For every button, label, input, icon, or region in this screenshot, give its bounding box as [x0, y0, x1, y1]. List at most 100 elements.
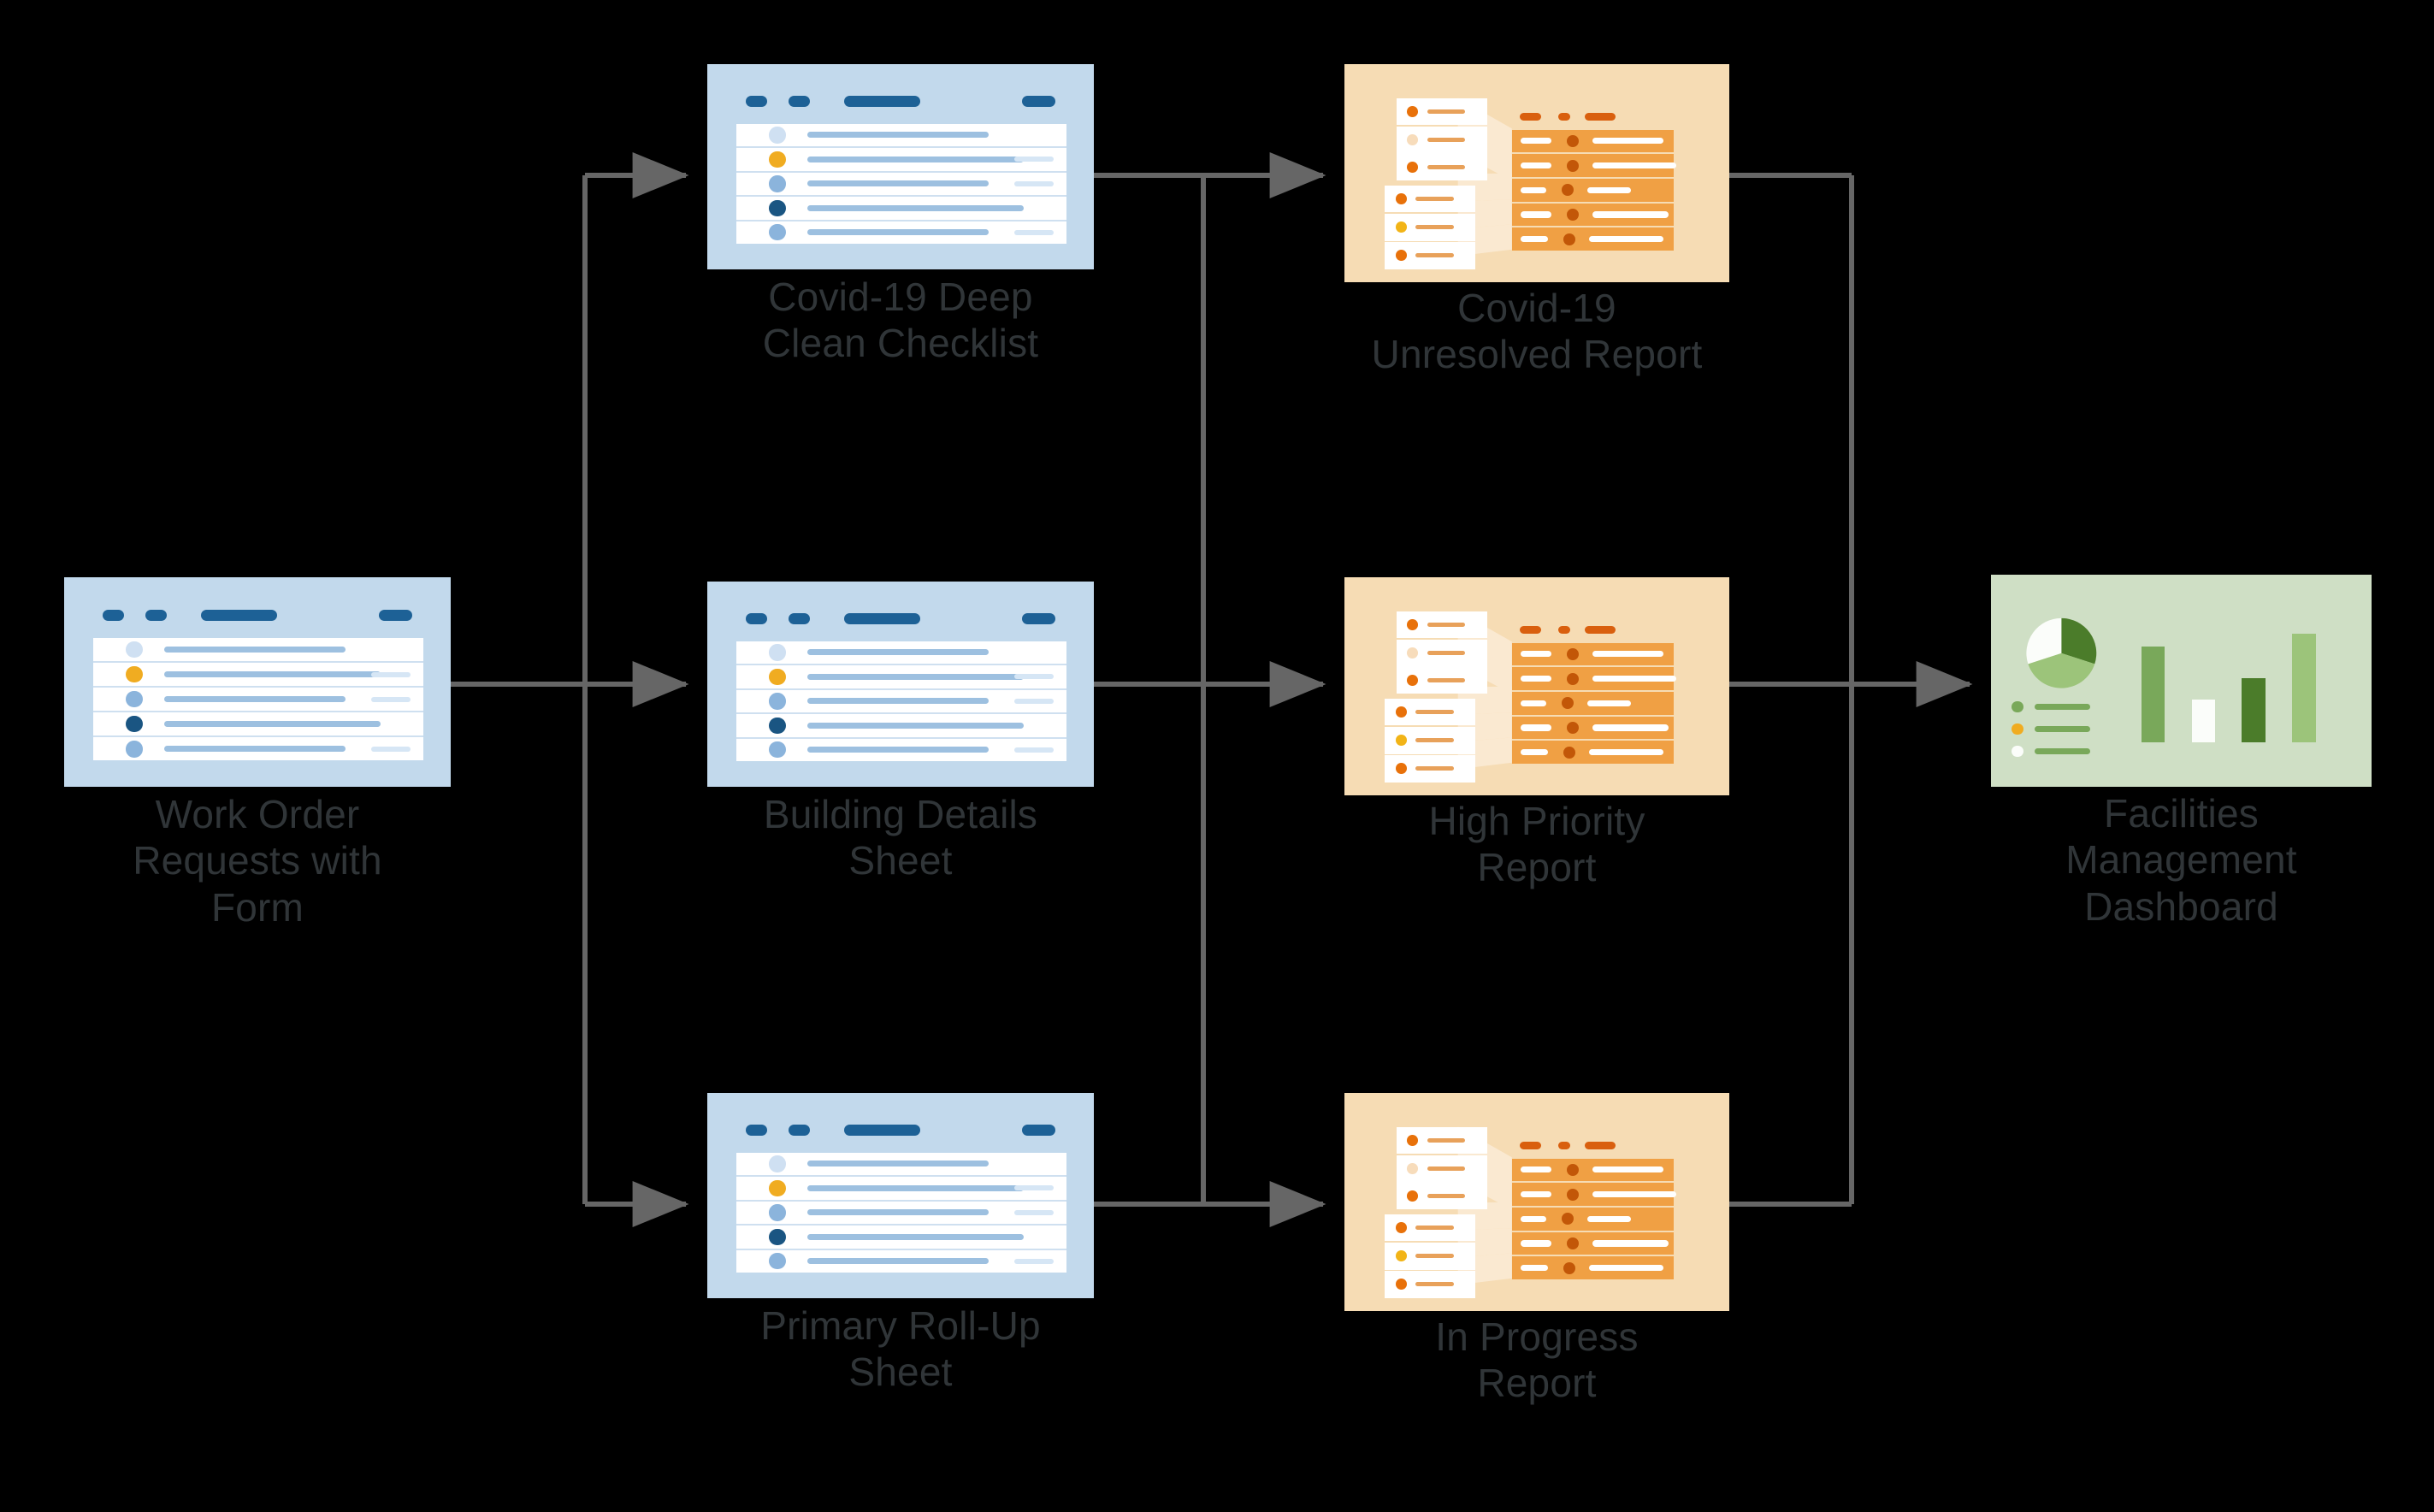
- report-icon: [1344, 1093, 1729, 1311]
- sheet-row: [92, 663, 424, 688]
- source-dot: [1395, 735, 1407, 746]
- table-cell: [1521, 1166, 1552, 1173]
- table-header-pill: [1585, 626, 1616, 635]
- source-card: [1396, 1126, 1487, 1155]
- table-row: [1511, 154, 1677, 179]
- cell-bar: [806, 229, 990, 236]
- table-dot: [1567, 159, 1580, 172]
- cell-bar: [806, 1161, 990, 1167]
- source-bar: [1427, 138, 1466, 142]
- source-dot: [1407, 1135, 1419, 1146]
- table-cell: [1521, 724, 1552, 731]
- source-card: [1396, 1155, 1487, 1183]
- source-card: [1396, 666, 1487, 694]
- source-dot: [1407, 106, 1419, 117]
- sheet-row: [92, 712, 424, 738]
- legend-dot: [2012, 700, 2024, 713]
- cell-tag: [1014, 674, 1054, 680]
- source-card: [1396, 153, 1487, 181]
- sheet-grid: [736, 641, 1067, 762]
- toolbar-pill: [788, 613, 810, 625]
- source-bar: [1415, 253, 1454, 258]
- table-header-pill: [1557, 626, 1571, 635]
- source-dot: [1407, 647, 1419, 659]
- legend-dot: [2012, 723, 2024, 735]
- source-card: [1385, 1214, 1475, 1242]
- cell-tag: [1014, 1185, 1054, 1191]
- source-bar: [1415, 197, 1454, 201]
- table-dot: [1567, 134, 1580, 147]
- status-dot: [769, 693, 786, 710]
- status-dot: [769, 1179, 786, 1197]
- table-cell: [1589, 1265, 1664, 1272]
- table-cell: [1592, 724, 1669, 731]
- report-icon: [1344, 1093, 1729, 1311]
- table-cell: [1587, 186, 1632, 193]
- node-covid-deep-clean-checklist[interactable]: Covid-19 Deep Clean Checklist: [707, 64, 1094, 365]
- spreadsheet-icon: [707, 64, 1094, 269]
- table-row: [1511, 667, 1677, 692]
- status-dot: [126, 665, 143, 683]
- toolbar-pill: [746, 1125, 768, 1137]
- table-cell: [1587, 700, 1632, 706]
- cell-bar: [806, 156, 1024, 162]
- toolbar-pill: [201, 609, 277, 622]
- node-label: High Priority Report: [1428, 799, 1645, 890]
- cell-tag: [1014, 157, 1054, 162]
- node-high-priority-report[interactable]: High Priority Report: [1344, 577, 1729, 889]
- sheet-row: [736, 1152, 1067, 1178]
- source-bar: [1415, 1226, 1454, 1230]
- report-icon: [1344, 577, 1729, 795]
- table-row: [1511, 129, 1674, 155]
- source-card: [1385, 754, 1475, 783]
- node-in-progress-report[interactable]: In Progress Report: [1344, 1093, 1729, 1405]
- table-dot: [1563, 746, 1576, 759]
- node-covid-unresolved-report[interactable]: Covid-19 Unresolved Report: [1344, 64, 1729, 376]
- source-dot: [1395, 250, 1407, 262]
- cell-bar: [806, 204, 1024, 211]
- report-table: [1511, 1158, 1677, 1280]
- table-cell: [1521, 675, 1552, 682]
- sheet-toolbar: [746, 1125, 1055, 1139]
- cell-tag: [1014, 1209, 1054, 1215]
- table-cell: [1592, 651, 1664, 658]
- table-dot: [1562, 1213, 1574, 1226]
- cell-bar: [163, 696, 346, 703]
- sheet-toolbar: [746, 613, 1055, 628]
- table-row: [1511, 178, 1674, 204]
- table-cell: [1589, 236, 1664, 243]
- table-dot: [1567, 1188, 1580, 1201]
- toolbar-pill: [844, 96, 920, 108]
- table-row: [1511, 203, 1674, 228]
- table-dot: [1567, 721, 1580, 734]
- cell-bar: [806, 1184, 1024, 1191]
- table-row: [1511, 741, 1674, 765]
- sheet-row: [92, 737, 424, 761]
- table-cell: [1521, 211, 1552, 218]
- source-dot: [1395, 193, 1407, 204]
- table-row: [1511, 1256, 1674, 1280]
- spreadsheet-icon: [707, 1093, 1094, 1298]
- status-dot: [769, 1253, 786, 1270]
- node-label: In Progress Report: [1435, 1314, 1639, 1406]
- sheet-grid: [736, 1152, 1067, 1273]
- node-label: Covid-19 Deep Clean Checklist: [762, 275, 1039, 366]
- toolbar-pill: [103, 609, 125, 622]
- table-cell: [1589, 749, 1664, 756]
- cell-bar: [806, 673, 1024, 680]
- bar-chart-bar: [2191, 699, 2216, 742]
- sheet-row: [736, 641, 1067, 666]
- node-work-order-requests[interactable]: Work Order Requests with Form: [64, 577, 451, 930]
- bar-chart-bar: [2141, 646, 2165, 742]
- table-header-pill: [1519, 626, 1541, 635]
- sheet-row: [736, 738, 1067, 762]
- cell-bar: [806, 132, 990, 139]
- source-bar: [1415, 225, 1454, 229]
- table-dot: [1567, 1237, 1580, 1249]
- node-facilities-management-dashboard[interactable]: Facilities Management Dashboard: [1991, 575, 2372, 929]
- spreadsheet-icon: [707, 64, 1094, 269]
- toolbar-pill: [145, 609, 167, 622]
- node-primary-rollup-sheet[interactable]: Primary Roll-Up Sheet: [707, 1093, 1094, 1394]
- node-building-details-sheet[interactable]: Building Details Sheet: [707, 582, 1094, 883]
